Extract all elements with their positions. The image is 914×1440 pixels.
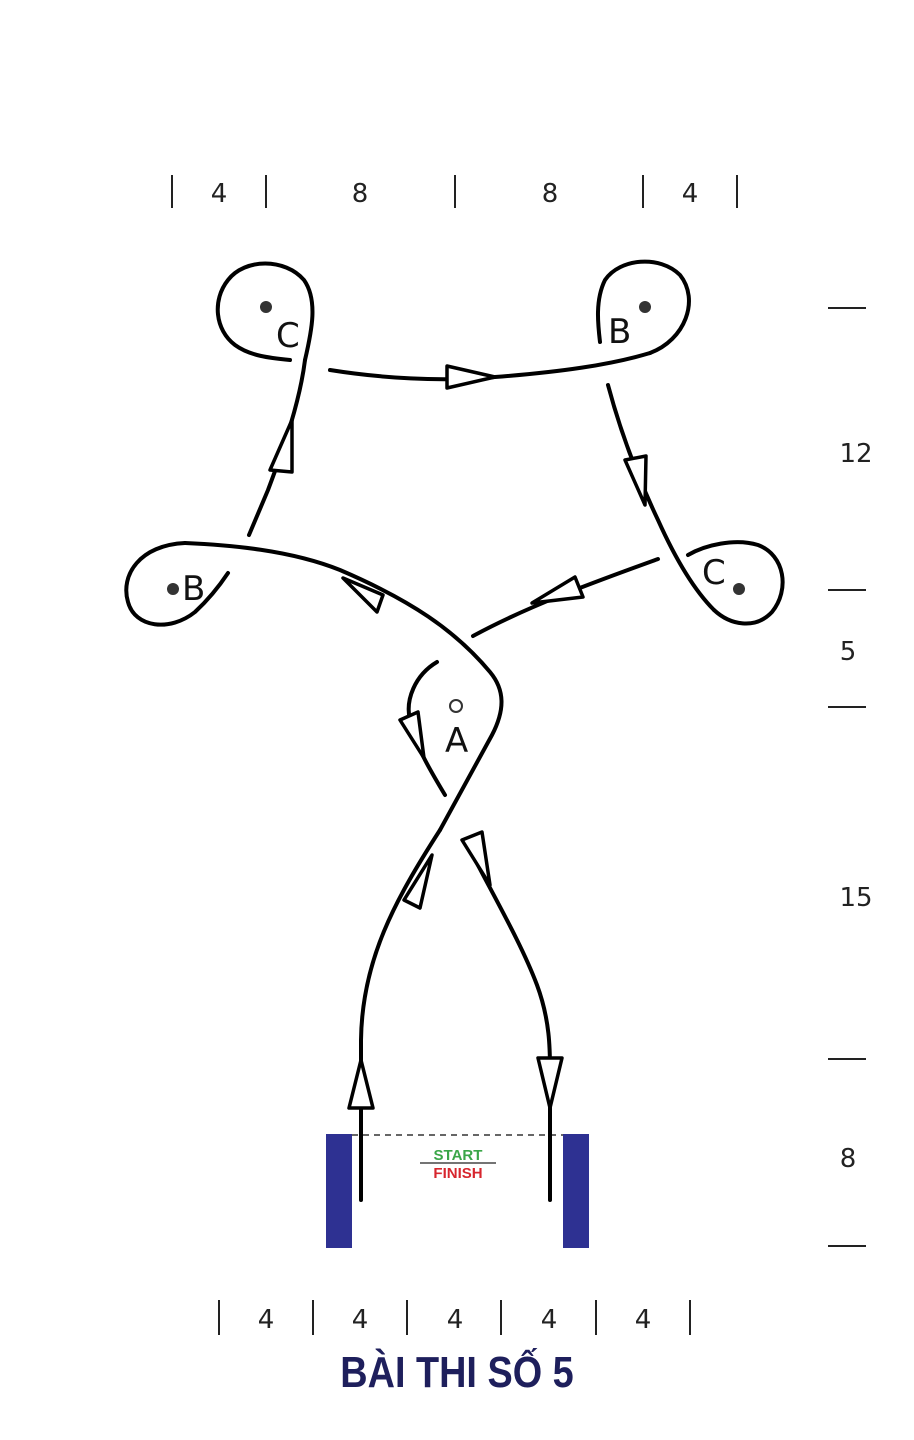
right-dimension-scale: 12 5 15 8: [828, 307, 873, 1247]
right-dim-3: 15: [839, 883, 872, 913]
marker-label-c-top: C: [276, 316, 300, 356]
marker-dot-c-top: [260, 301, 272, 313]
marker-label-b-mid: B: [182, 569, 205, 609]
arrow-to-center: [530, 575, 585, 605]
top-dim-1: 4: [211, 179, 228, 209]
right-dim-4: 8: [840, 1144, 857, 1174]
arrow-entry: [347, 1058, 375, 1110]
bottom-dim-3: 4: [447, 1305, 464, 1335]
arrow-finish: [536, 1056, 564, 1110]
marker-label-c-mid: C: [702, 553, 726, 593]
right-dim-2: 5: [840, 637, 857, 667]
bottom-dim-4: 4: [541, 1305, 558, 1335]
start-finish-gate: START FINISH: [326, 1134, 589, 1248]
bottom-dimension-scale: 4 4 4 4 4: [218, 1300, 691, 1335]
marker-label-b-top: B: [608, 312, 631, 352]
marker-dot-b-top: [639, 301, 651, 313]
arrow-down-right: [623, 454, 648, 507]
marker-dot-b-mid: [167, 583, 179, 595]
arrow-exit-down: [460, 830, 492, 887]
bottom-dim-2: 4: [352, 1305, 369, 1335]
gate-post-right: [563, 1134, 589, 1248]
arrow-up-left: [268, 418, 294, 474]
top-dimension-scale: 4 8 8 4: [171, 175, 738, 209]
page-title: BÀI THI SỐ 5: [340, 1348, 574, 1397]
arrow-top-straight: [445, 364, 497, 390]
top-dim-3: 8: [542, 179, 559, 209]
bottom-dim-5: 4: [635, 1305, 652, 1335]
marker-dot-a: [449, 699, 463, 713]
marker-dot-c-mid: [733, 583, 745, 595]
marker-label-a: A: [445, 721, 468, 761]
arrow-up-center: [402, 853, 434, 910]
arrow-curl-a: [398, 710, 426, 760]
markers: C B B C A: [167, 301, 745, 761]
bottom-dim-1: 4: [258, 1305, 275, 1335]
gate-post-left: [326, 1134, 352, 1248]
start-label: START: [434, 1147, 483, 1164]
right-dim-1: 12: [839, 439, 872, 469]
arrow-to-left-b: [341, 576, 385, 614]
direction-arrows: [268, 364, 648, 1110]
top-dim-2: 8: [352, 179, 369, 209]
top-dim-4: 4: [682, 179, 699, 209]
finish-label: FINISH: [433, 1165, 482, 1182]
